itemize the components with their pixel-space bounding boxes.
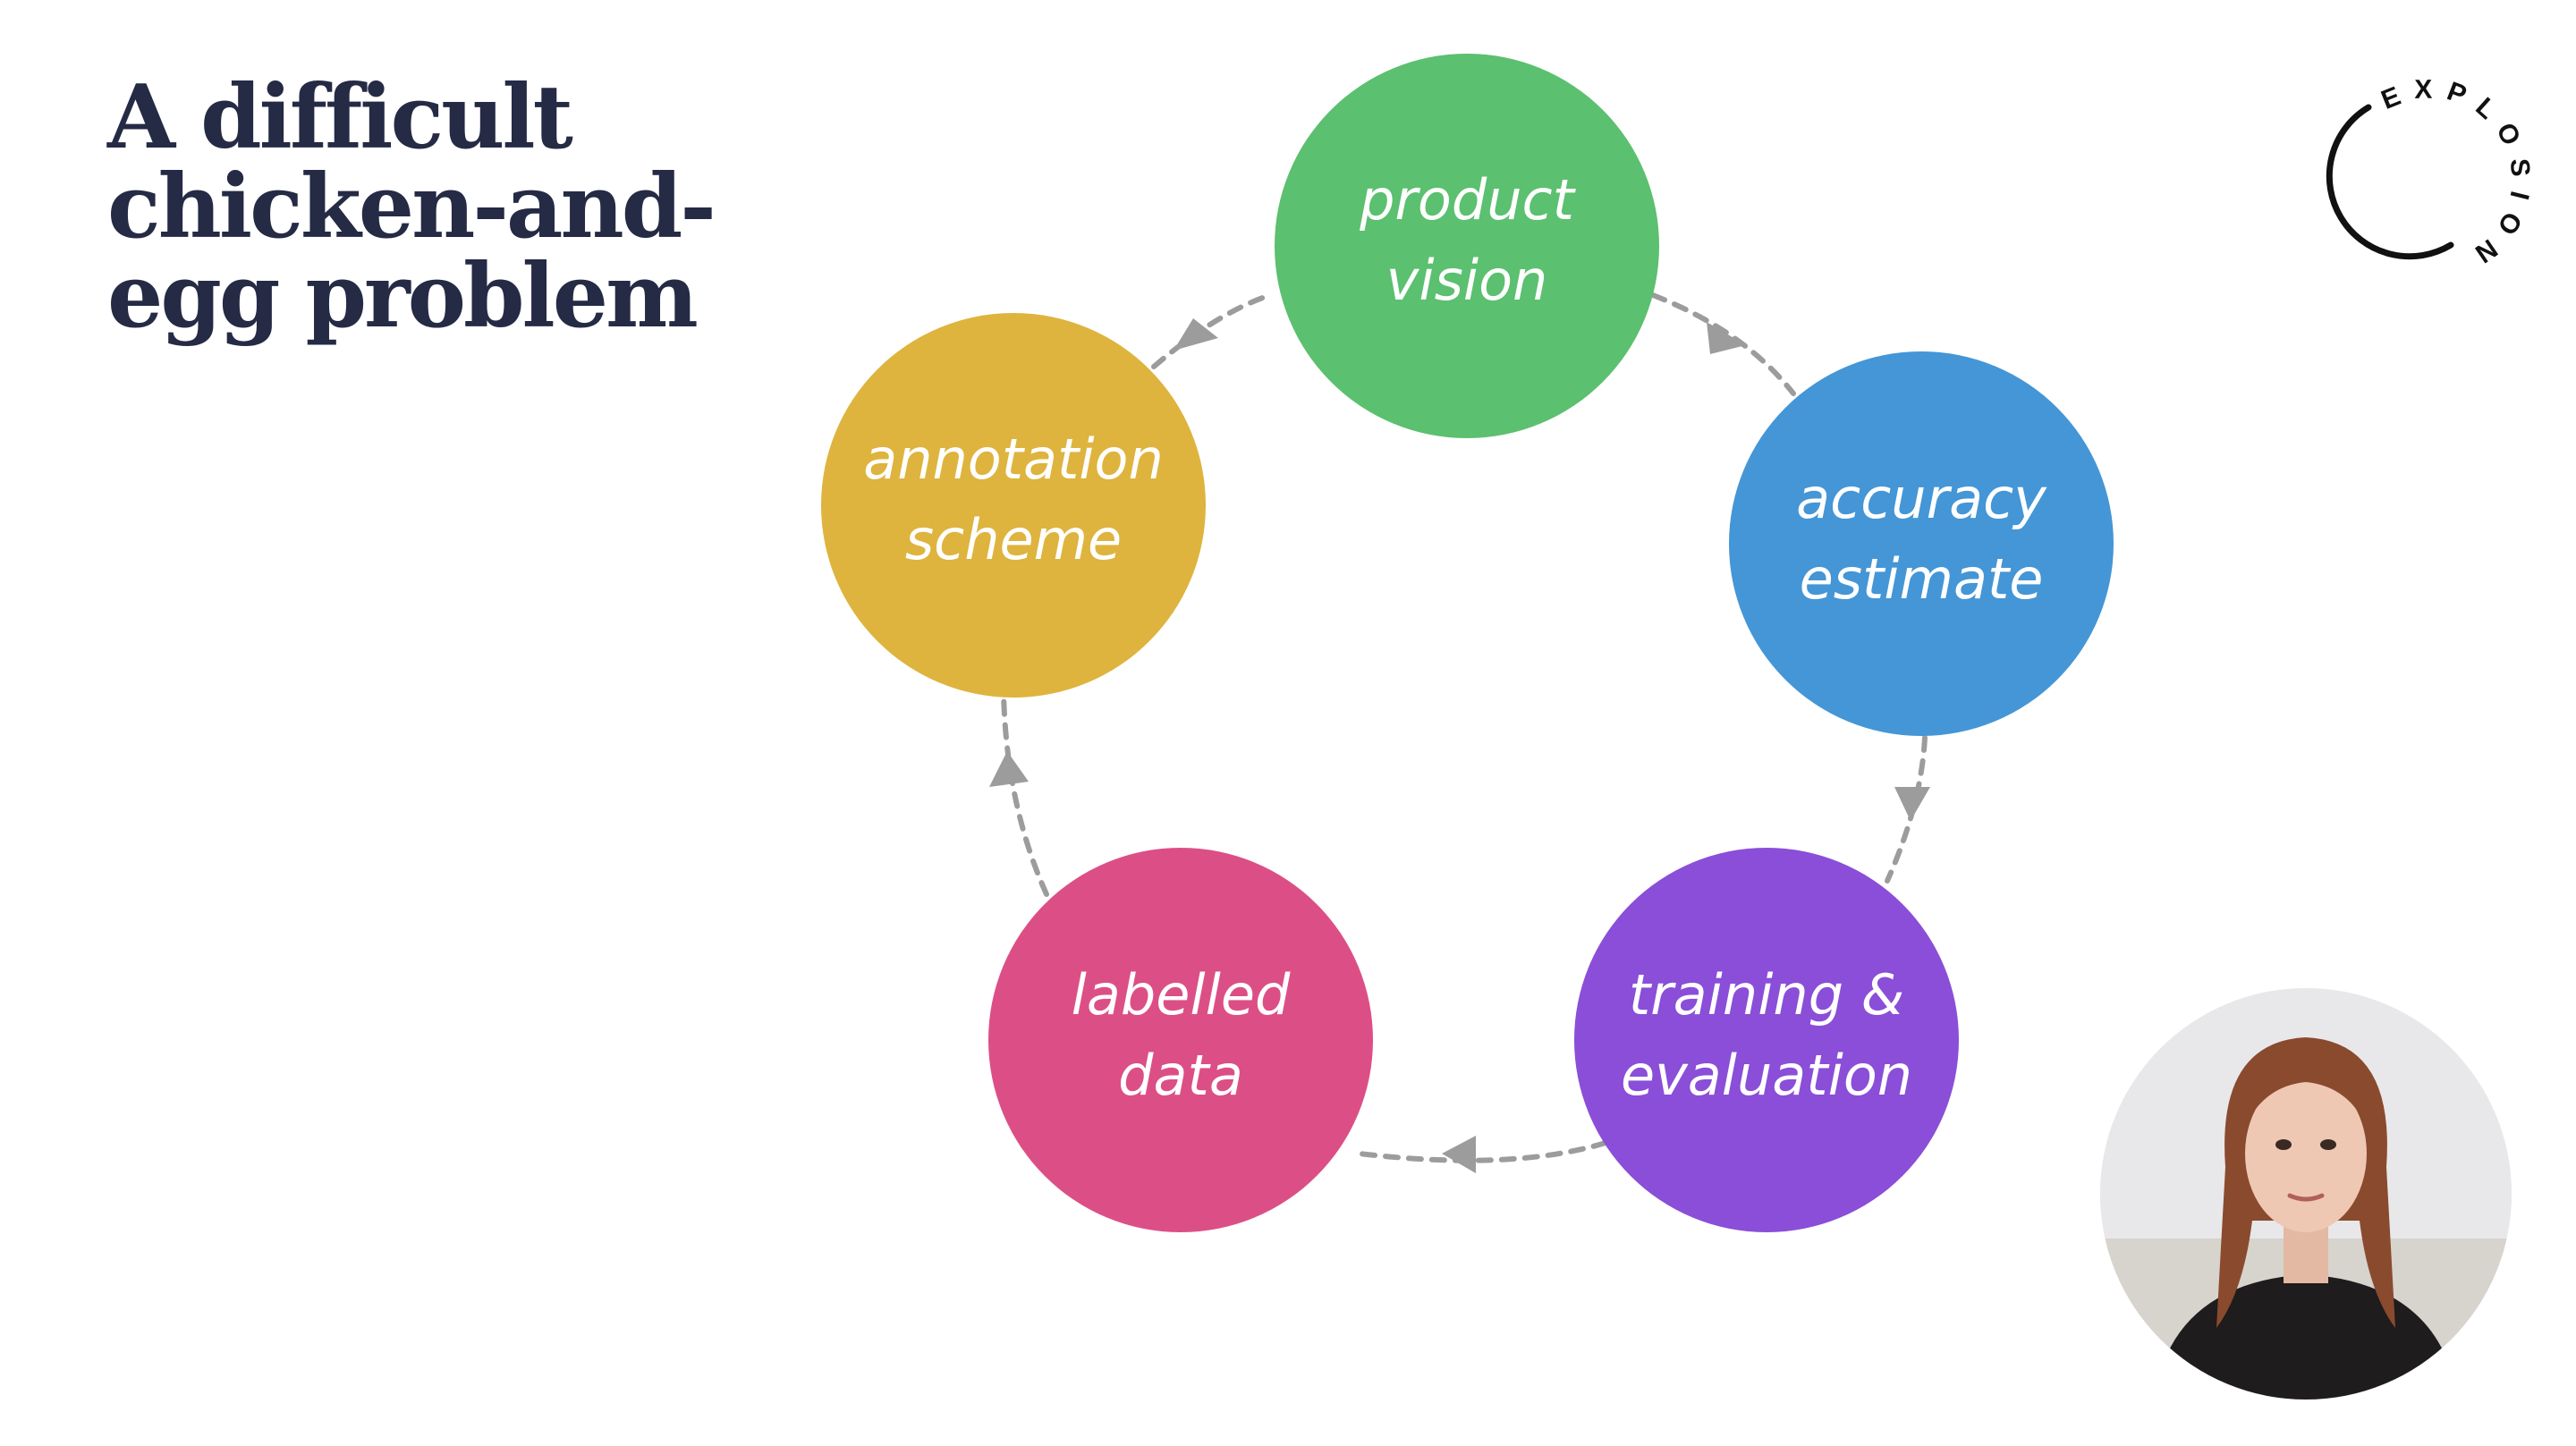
slide-title: A difficult chicken-and- egg problem — [107, 73, 787, 342]
logo-ring-icon — [2326, 104, 2454, 260]
node-label-training-evaluation-line-2: evaluation — [1621, 1043, 1912, 1108]
node-label-accuracy-estimate-line-2: estimate — [1800, 546, 2044, 612]
title-line-1: A difficult — [107, 66, 573, 169]
cycle-node-annotation-scheme: annotation scheme — [821, 313, 1206, 698]
node-label-labelled-data-line-1: labelled — [1072, 962, 1291, 1027]
node-circle-labelled-data — [988, 848, 1373, 1232]
title-line-3: egg problem — [107, 245, 699, 348]
cycle-node-accuracy-estimate: accuracy estimate — [1729, 351, 2114, 736]
cycle-node-labelled-data: labelled data — [988, 848, 1373, 1232]
arrowhead-product-to-accuracy — [1707, 322, 1746, 354]
title-line-2: chicken-and- — [107, 156, 716, 258]
node-label-accuracy-estimate-line-1: accuracy — [1796, 466, 2047, 531]
node-label-product-vision-line-1: product — [1359, 167, 1577, 233]
presenter-video — [2100, 988, 2512, 1399]
node-label-product-vision-line-2: vision — [1386, 248, 1548, 313]
node-label-annotation-scheme-line-1: annotation — [863, 427, 1164, 492]
node-label-training-evaluation-line-1: training & — [1629, 962, 1904, 1027]
connector-labelled-to-annotation — [1001, 690, 1049, 897]
logo-wordmark: EXPLOSION — [2377, 75, 2536, 275]
node-circle-training-evaluation — [1574, 848, 1959, 1232]
arrowhead-annotation-to-product — [1174, 318, 1218, 351]
node-circle-annotation-scheme — [821, 313, 1206, 698]
connector-product-to-accuracy — [1650, 292, 1796, 396]
node-circle-product-vision — [1275, 54, 1659, 438]
arrowhead-accuracy-to-training — [1894, 787, 1930, 821]
cycle-node-product-vision: product vision — [1275, 54, 1659, 438]
node-circle-accuracy-estimate — [1729, 351, 2114, 736]
connector-training-to-labelled — [1357, 1140, 1608, 1163]
presenter-video-icon — [2100, 988, 2512, 1399]
cycle-node-training-evaluation: training & evaluation — [1574, 848, 1959, 1232]
connector-annotation-to-product — [1151, 292, 1273, 369]
arrowhead-training-to-labelled — [1442, 1136, 1476, 1173]
arrowhead-labelled-to-annotation — [989, 751, 1029, 787]
explosion-logo: EXPLOSION — [2326, 75, 2536, 275]
cycle-connectors — [989, 292, 1930, 1173]
node-label-annotation-scheme-line-2: scheme — [905, 507, 1122, 572]
node-label-labelled-data-line-2: data — [1118, 1043, 1243, 1108]
